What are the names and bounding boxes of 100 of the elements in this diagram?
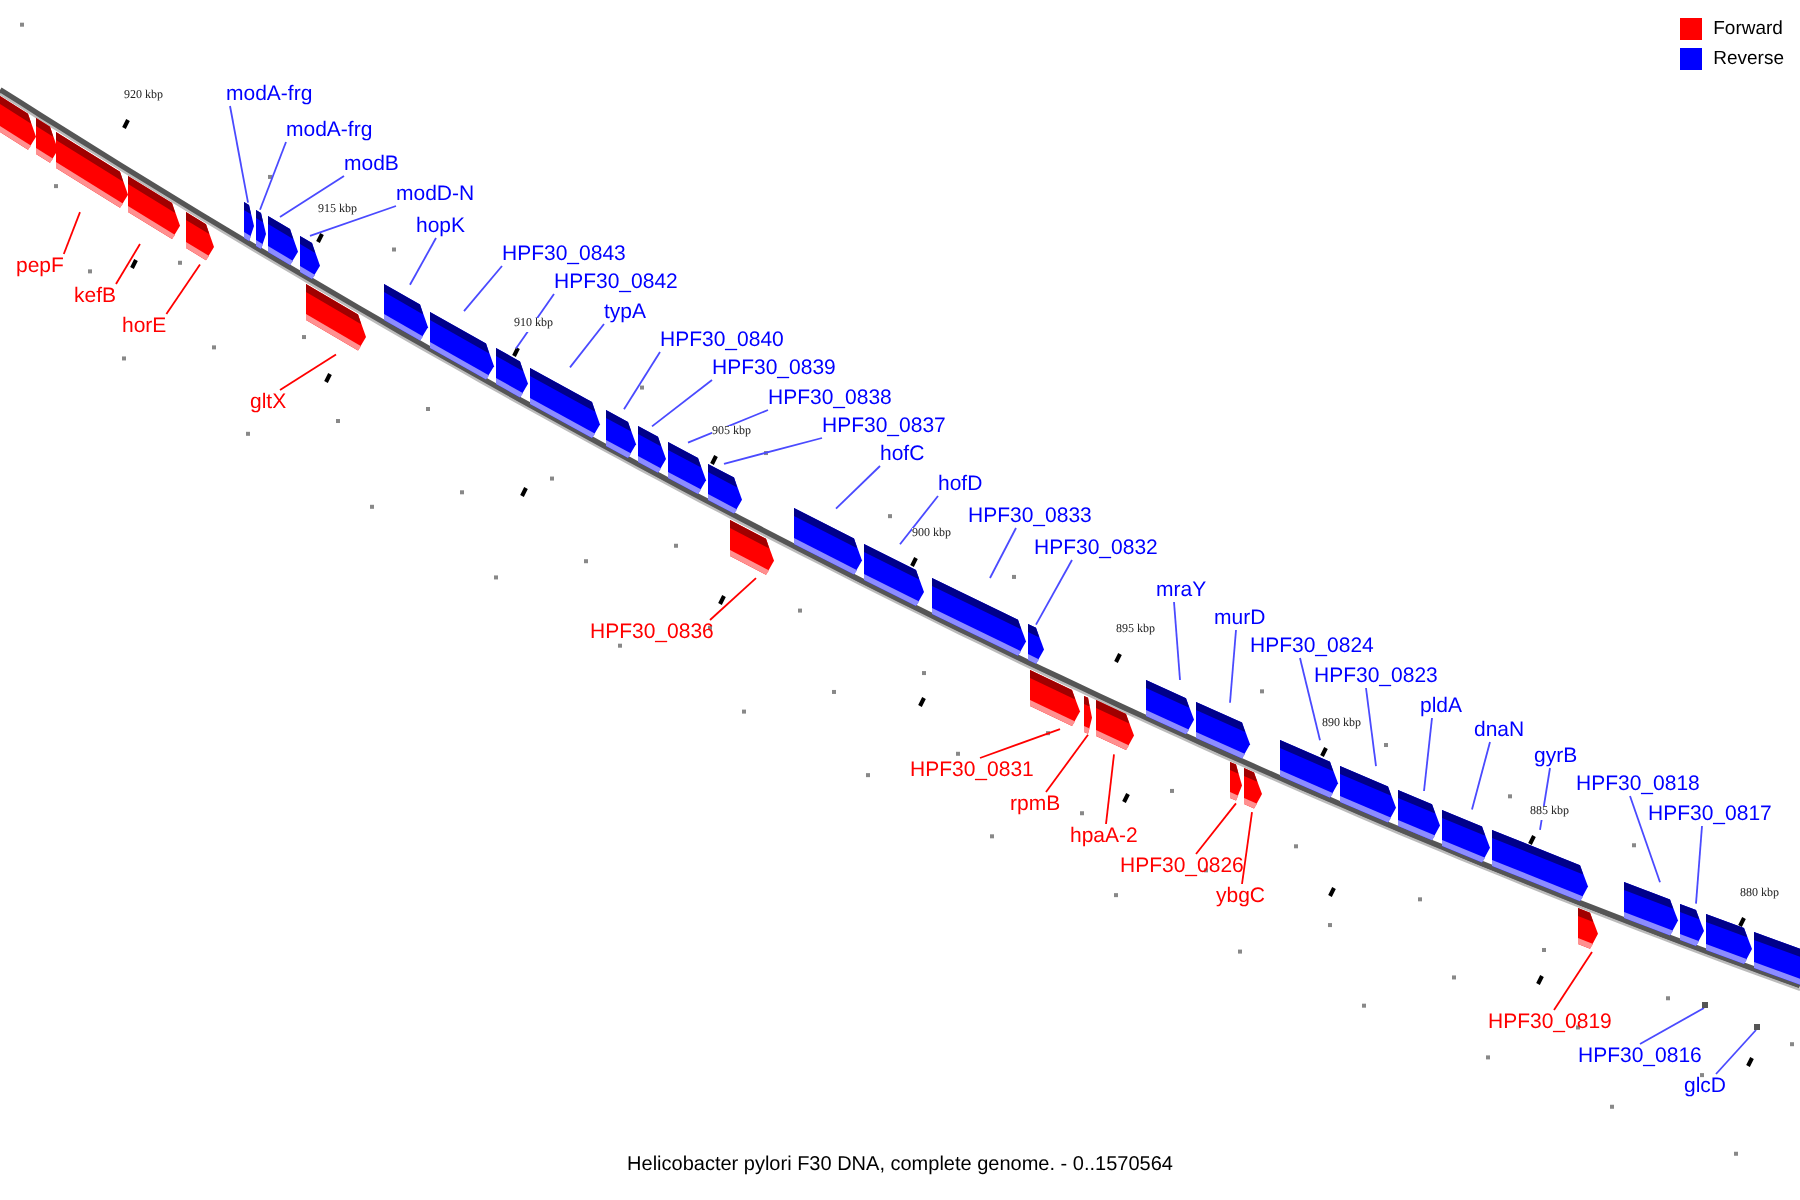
gene-label: HPF30_0838: [768, 386, 892, 410]
leader-line: [463, 265, 503, 313]
leader-line: [309, 205, 397, 237]
leader-line: [989, 527, 1017, 579]
gene-feature: [1492, 829, 1588, 905]
gene-label: HPF30_0819: [1488, 1010, 1612, 1034]
gene-label: glcD: [1684, 1074, 1727, 1098]
gene-label: horE: [122, 314, 167, 338]
leader-line: [1035, 559, 1073, 626]
leader-line: [1045, 733, 1089, 793]
gene-feature: [668, 442, 706, 499]
gene-label: kefB: [74, 284, 117, 308]
gene-label: rpmB: [1010, 792, 1061, 816]
gene-feature: [1442, 809, 1490, 865]
leader-line: [1365, 687, 1377, 768]
gene-feature: [932, 577, 1026, 660]
gene-label: hopK: [416, 214, 466, 238]
leader-line: [1715, 1029, 1757, 1075]
caption: Helicobacter pylori F30 DNA, complete genome. - 0..1570564: [627, 1154, 1173, 1176]
feature-mark: [1754, 1024, 1760, 1030]
leader-line: [651, 379, 713, 428]
gene-feature: [256, 209, 266, 252]
leader-line: [1105, 753, 1115, 825]
gene-label: HPF30_0832: [1034, 536, 1158, 560]
leader-line: [1639, 1007, 1705, 1045]
gene-feature: [300, 235, 320, 284]
gene-label: HPF30_0826: [1120, 854, 1244, 878]
gene-label: HPF30_0823: [1314, 664, 1438, 688]
gene-feature: [306, 283, 366, 355]
gene-label: HPF30_0836: [590, 620, 714, 644]
leader-line: [1471, 741, 1491, 811]
gene-feature: [56, 131, 128, 213]
leader-line: [279, 353, 337, 391]
leader-line: [979, 728, 1061, 759]
leader-line: [1229, 629, 1237, 704]
leader-line: [687, 409, 769, 444]
leader-line: [1695, 825, 1703, 905]
gene-label: pepF: [16, 254, 64, 278]
gene-label: HPF30_0842: [554, 270, 678, 294]
gene-feature: [1340, 766, 1396, 827]
gene-feature: [1146, 679, 1194, 738]
leader-line: [899, 495, 939, 546]
leader-line: [1299, 657, 1321, 742]
gene-feature: [244, 202, 254, 245]
leader-line: [709, 577, 757, 621]
gene-label: mraY: [1156, 578, 1207, 602]
leader-line: [1423, 717, 1433, 792]
gene-label: typA: [604, 300, 647, 324]
gene-label: gltX: [250, 390, 287, 414]
gene-label: modA-frg: [286, 118, 373, 142]
gene-feature: [1280, 740, 1338, 802]
gene-feature: [1754, 931, 1800, 988]
feature-mark: [1702, 1002, 1708, 1008]
gene-feature: [1028, 624, 1044, 669]
gene-label: modA-frg: [226, 82, 313, 106]
gene-label: HPF30_0817: [1648, 802, 1772, 826]
gene-label: dnaN: [1474, 718, 1525, 742]
leader-line: [1173, 601, 1181, 681]
gene-label: hofC: [880, 442, 925, 466]
leader-line: [723, 437, 823, 465]
leader-line: [1629, 795, 1661, 884]
leader-line: [409, 237, 437, 286]
gene-feature: [794, 508, 862, 580]
gene-feature: [1196, 702, 1250, 763]
gene-feature: [1578, 908, 1598, 953]
gene-label: HPF30_0831: [910, 758, 1034, 782]
gene-feature: [1680, 903, 1704, 949]
leader-line: [1539, 767, 1551, 831]
gene-label: modD-N: [396, 182, 475, 206]
gene-label: ybgC: [1216, 884, 1266, 908]
leader-line: [165, 263, 201, 315]
gene-label: HPF30_0840: [660, 328, 784, 352]
legend-label: Forward: [1713, 18, 1783, 40]
leader-line: [569, 323, 605, 369]
gene-label: hofD: [938, 472, 983, 496]
gene-feature: [1230, 762, 1242, 804]
gene-feature: [606, 409, 636, 462]
gene-feature: [1030, 669, 1080, 730]
gene-label: pldA: [1420, 694, 1463, 718]
gene-label: hpaA-2: [1070, 824, 1138, 848]
gene-feature: [864, 544, 924, 611]
gene-label: modB: [344, 152, 399, 176]
gene-label: gyrB: [1534, 744, 1578, 768]
gene-label: HPF30_0824: [1250, 634, 1374, 658]
gene-label: HPF30_0839: [712, 356, 836, 380]
leader-line: [1195, 802, 1237, 855]
gene-feature: [496, 348, 528, 403]
gene-feature: [128, 176, 180, 244]
gene-label: HPF30_0837: [822, 414, 946, 438]
gene-label: HPF30_0816: [1578, 1044, 1702, 1068]
gene-feature: [530, 367, 600, 442]
leader-line: [279, 175, 345, 218]
gene-label: murD: [1214, 606, 1266, 630]
leader-line: [229, 105, 249, 204]
leader-line: [1553, 951, 1593, 1011]
gene-feature: [638, 426, 666, 478]
gene-feature: [1084, 695, 1092, 735]
legend-label: Reverse: [1713, 48, 1784, 70]
gene-feature: [1398, 790, 1440, 845]
gene-label: HPF30_0833: [968, 504, 1092, 528]
